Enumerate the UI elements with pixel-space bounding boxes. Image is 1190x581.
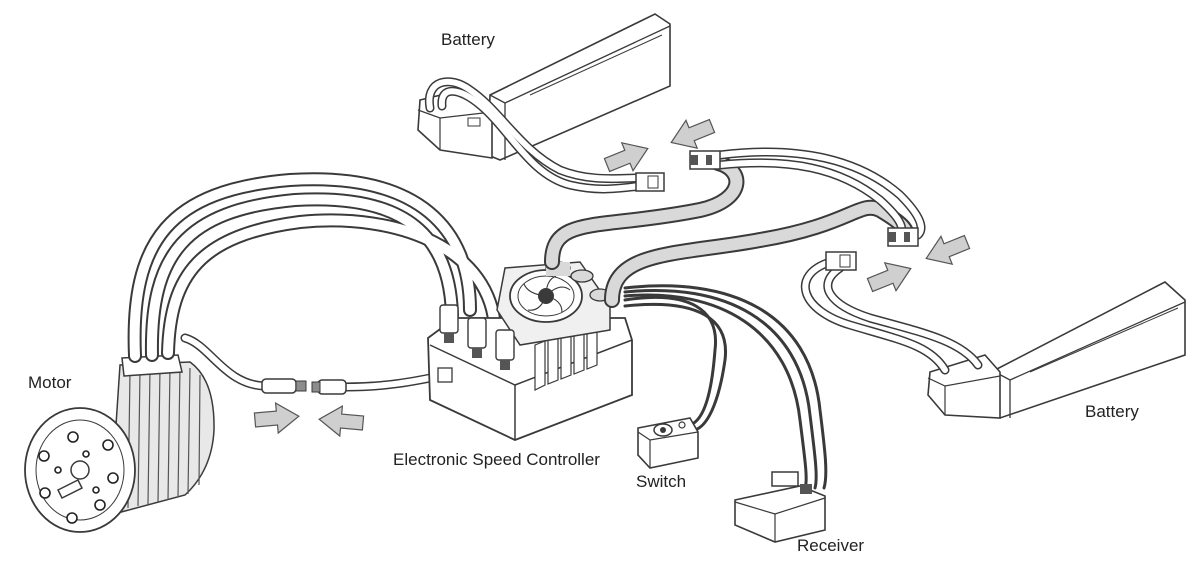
esc <box>427 261 633 441</box>
label-receiver: Receiver <box>797 536 865 555</box>
label-esc: Electronic Speed Controller <box>393 450 600 469</box>
arrow-motor-right <box>317 403 365 439</box>
switch <box>637 417 699 469</box>
esc-battery-cables <box>544 147 926 308</box>
signal-cables <box>623 284 828 490</box>
label-switch: Switch <box>636 472 687 491</box>
arrow-battery-right-out <box>919 227 974 273</box>
receiver <box>734 471 826 543</box>
arrow-battery-right-in <box>863 254 918 300</box>
label-battery-right: Battery <box>1085 402 1139 421</box>
esc-connector-top <box>689 150 721 170</box>
esc-connector-right <box>887 227 919 247</box>
sensor-cable <box>180 333 445 395</box>
arrow-battery-top-out <box>664 111 719 157</box>
label-motor: Motor <box>28 373 72 392</box>
battery-right-wires <box>800 251 983 375</box>
battery-top-wires <box>424 77 665 194</box>
label-battery-top: Battery <box>441 30 495 49</box>
arrow-motor-left <box>253 400 301 436</box>
motor-wires <box>127 172 502 363</box>
